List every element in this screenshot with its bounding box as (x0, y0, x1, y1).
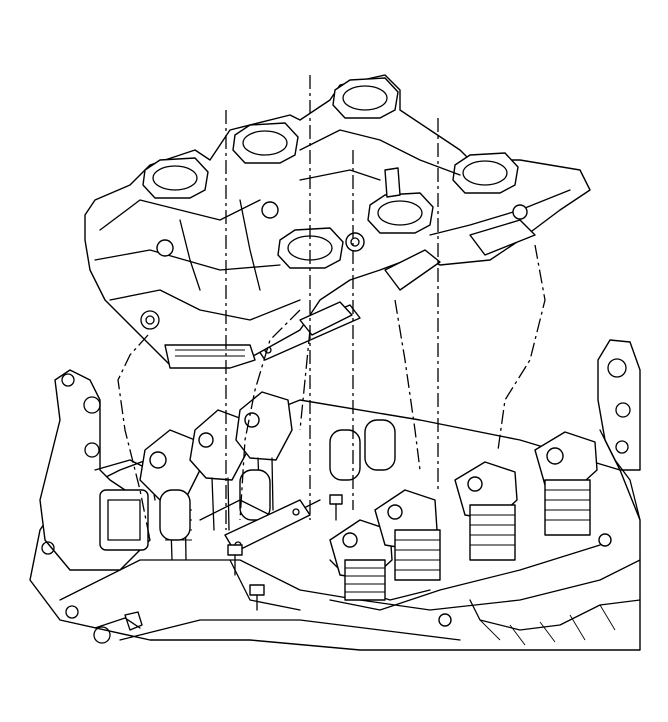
alignment-lines (117, 75, 546, 541)
intake-port (142, 157, 209, 199)
rocker-arm (189, 409, 249, 531)
timing-cover (597, 339, 641, 521)
intake-port (232, 122, 299, 164)
rocker-arm (139, 429, 201, 561)
bolt (438, 613, 452, 627)
bolts (227, 494, 612, 627)
intake-port (332, 77, 399, 119)
rocker-arm (235, 391, 293, 511)
rocker-arms-right-bank (329, 431, 601, 611)
bolt (329, 494, 343, 521)
rocker-arms-left-bank (139, 391, 396, 561)
bolt (598, 533, 612, 547)
rocker-arm (374, 489, 441, 581)
intake-port (452, 152, 519, 194)
bolt (227, 544, 243, 576)
bolt (249, 584, 265, 611)
rocker-arm (329, 519, 393, 601)
rocker-arm (534, 431, 598, 536)
intake-port (367, 192, 434, 234)
intake-manifold (84, 74, 591, 369)
engine-mount-bracket (39, 369, 156, 644)
rocker-arm (454, 461, 518, 561)
